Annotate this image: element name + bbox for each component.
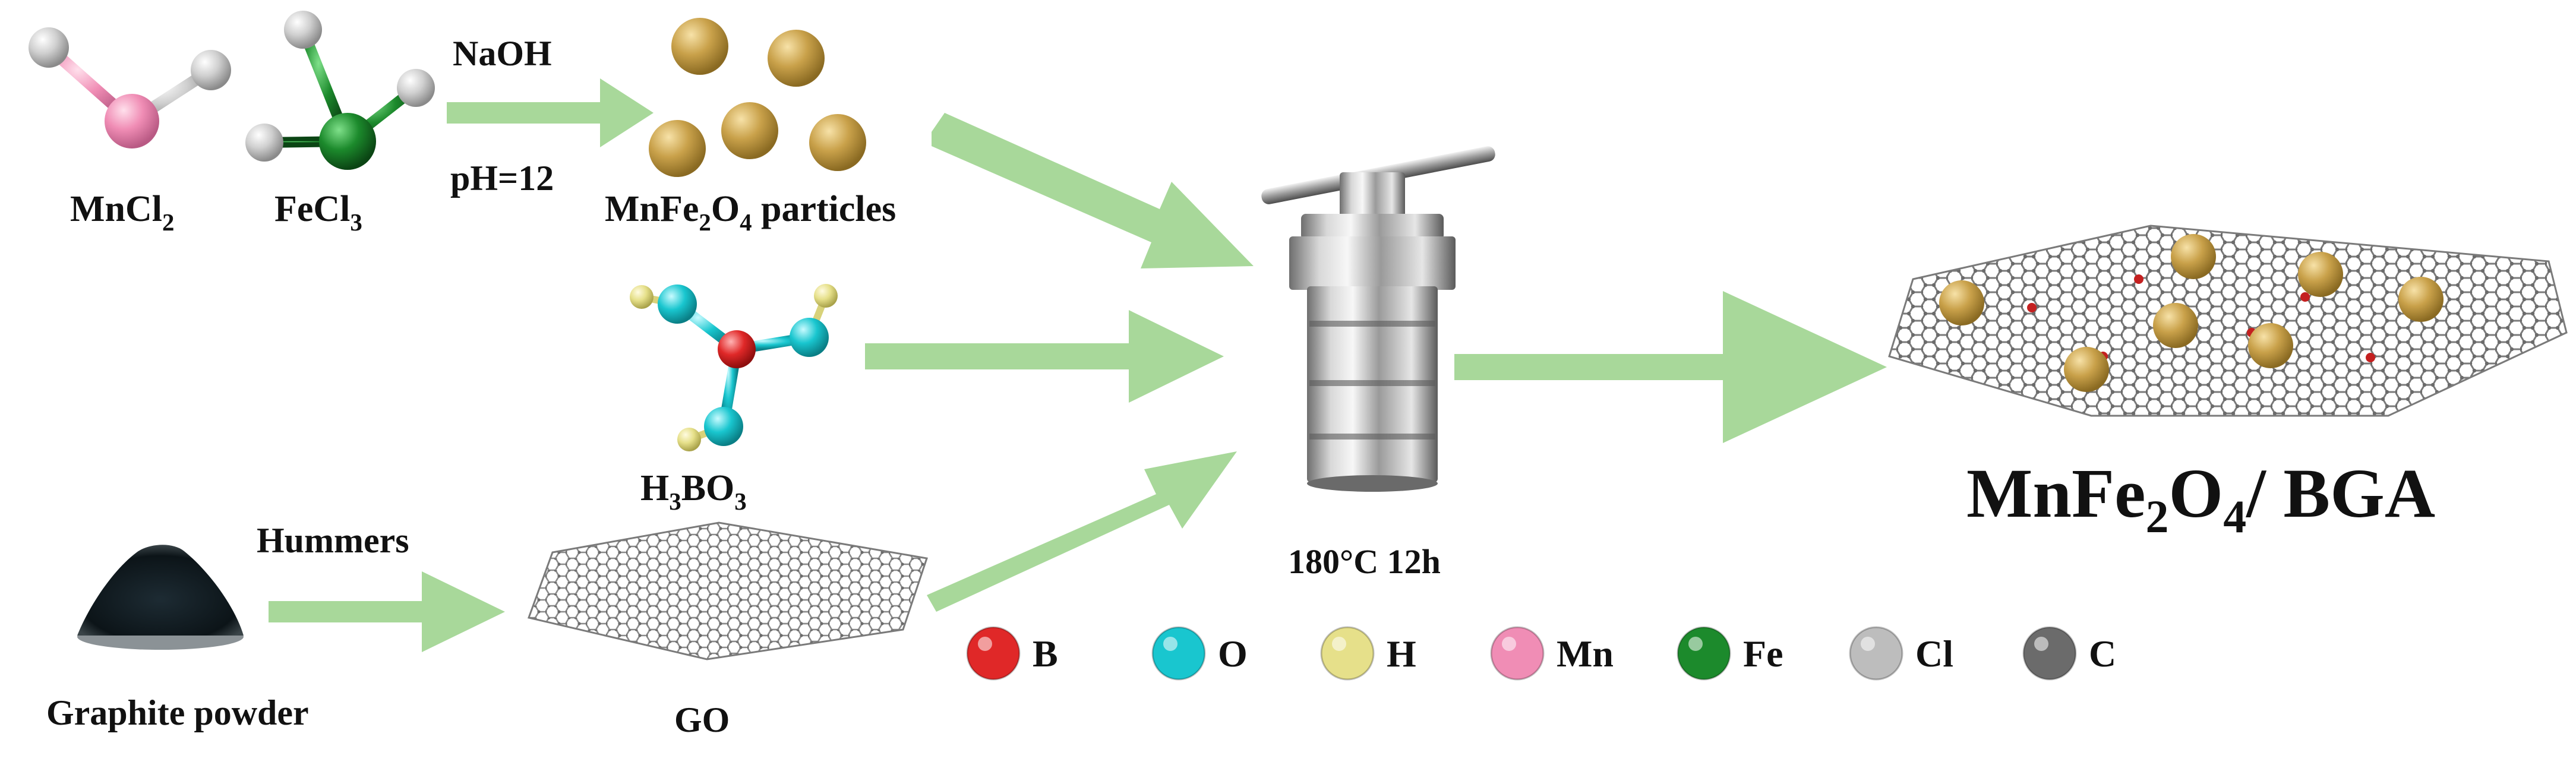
nanoparticle — [721, 102, 778, 159]
go-label: GO — [674, 700, 730, 739]
legend-highlight — [1502, 637, 1516, 651]
legend-swatch-o — [1151, 626, 1206, 681]
nanoparticle — [2398, 277, 2444, 322]
product-label: MnFe2O4/ BGA — [1966, 454, 2435, 542]
legend-swatch-mn — [1490, 626, 1545, 681]
boron-dopant — [2027, 303, 2037, 312]
arrow-boric-acid-to-autoclave — [865, 310, 1224, 403]
legend-highlight — [1861, 637, 1875, 651]
boron-dopant — [2366, 353, 2375, 362]
graphite-powder-pile — [77, 545, 244, 650]
nanoparticle — [671, 18, 728, 75]
oxygen-atom — [658, 284, 697, 324]
nanoparticle — [1939, 280, 1984, 325]
legend-highlight — [1332, 637, 1346, 651]
legend-label-c: C — [2089, 633, 2116, 675]
hydrogen-atom — [677, 428, 701, 451]
mnfe2o4-particles — [649, 18, 866, 177]
hydrogen-atom — [814, 284, 838, 308]
legend-swatch-b — [966, 626, 1021, 681]
h3bo3-label: H3BO3 — [640, 468, 747, 515]
oxygen-atom — [704, 407, 743, 446]
reaction-condition-label: 180°C 12h — [1288, 542, 1441, 581]
legend-label-h: H — [1387, 633, 1416, 675]
element-legend: B O H Mn Fe Cl C — [966, 626, 2116, 681]
naoh-label: NaOH — [453, 34, 552, 73]
legend-swatch-cl — [1849, 626, 1903, 681]
ph-label: pH=12 — [450, 159, 554, 198]
legend-label-mn: Mn — [1557, 633, 1614, 675]
chlorine-atom — [29, 27, 69, 68]
legend-label-fe: Fe — [1743, 633, 1783, 675]
arrow-autoclave-to-product — [1454, 291, 1887, 443]
nanoparticle — [2248, 323, 2293, 368]
boron-dopant — [2134, 274, 2143, 284]
hydrogen-atom — [630, 285, 654, 309]
mncl2-label: MnCl2 — [70, 189, 174, 236]
nanoparticle — [2298, 252, 2343, 297]
iron-atom — [319, 113, 376, 170]
chlorine-atom — [245, 124, 283, 162]
chlorine-atom — [191, 50, 231, 90]
legend-label-o: O — [1218, 633, 1248, 675]
fecl3-label: FeCl3 — [274, 189, 362, 236]
arrow-reactants-to-particles — [447, 78, 654, 147]
manganese-atom — [105, 94, 159, 148]
legend-label-b: B — [1033, 633, 1058, 675]
legend-label-cl: Cl — [1915, 633, 1953, 675]
mncl2-molecule — [29, 27, 231, 148]
nanoparticle — [2064, 347, 2109, 392]
product-composite-sheet — [1888, 225, 2568, 417]
nanoparticle — [809, 114, 866, 171]
particles-label: MnFe2O4 particles — [605, 189, 896, 236]
h3bo3-molecule — [630, 284, 838, 451]
legend-swatch-h — [1320, 626, 1375, 681]
legend-highlight — [2034, 637, 2048, 651]
legend-swatch-c — [2022, 626, 2077, 681]
legend-highlight — [1163, 637, 1177, 651]
hummers-label: Hummers — [257, 521, 409, 560]
arrow-go-to-autoclave — [927, 451, 1237, 612]
legend-highlight — [978, 637, 992, 651]
arrow-particles-to-autoclave — [932, 113, 1254, 268]
arrow-graphite-to-go — [269, 571, 505, 652]
boron-dopant — [2300, 292, 2310, 302]
chlorine-atom — [397, 69, 435, 107]
legend-highlight — [1688, 637, 1703, 651]
graphite-label: Graphite powder — [46, 693, 309, 732]
nanoparticle — [2171, 234, 2216, 279]
autoclave-reactor — [1261, 146, 1495, 492]
nanoparticle — [2153, 303, 2198, 348]
legend-swatch-fe — [1677, 626, 1731, 681]
nanoparticle — [649, 120, 706, 177]
chlorine-atom — [284, 11, 322, 49]
nanoparticle — [768, 30, 825, 87]
boron-atom — [718, 330, 756, 368]
go-sheet — [528, 521, 928, 660]
oxygen-atom — [790, 318, 829, 357]
fecl3-molecule — [245, 11, 435, 170]
